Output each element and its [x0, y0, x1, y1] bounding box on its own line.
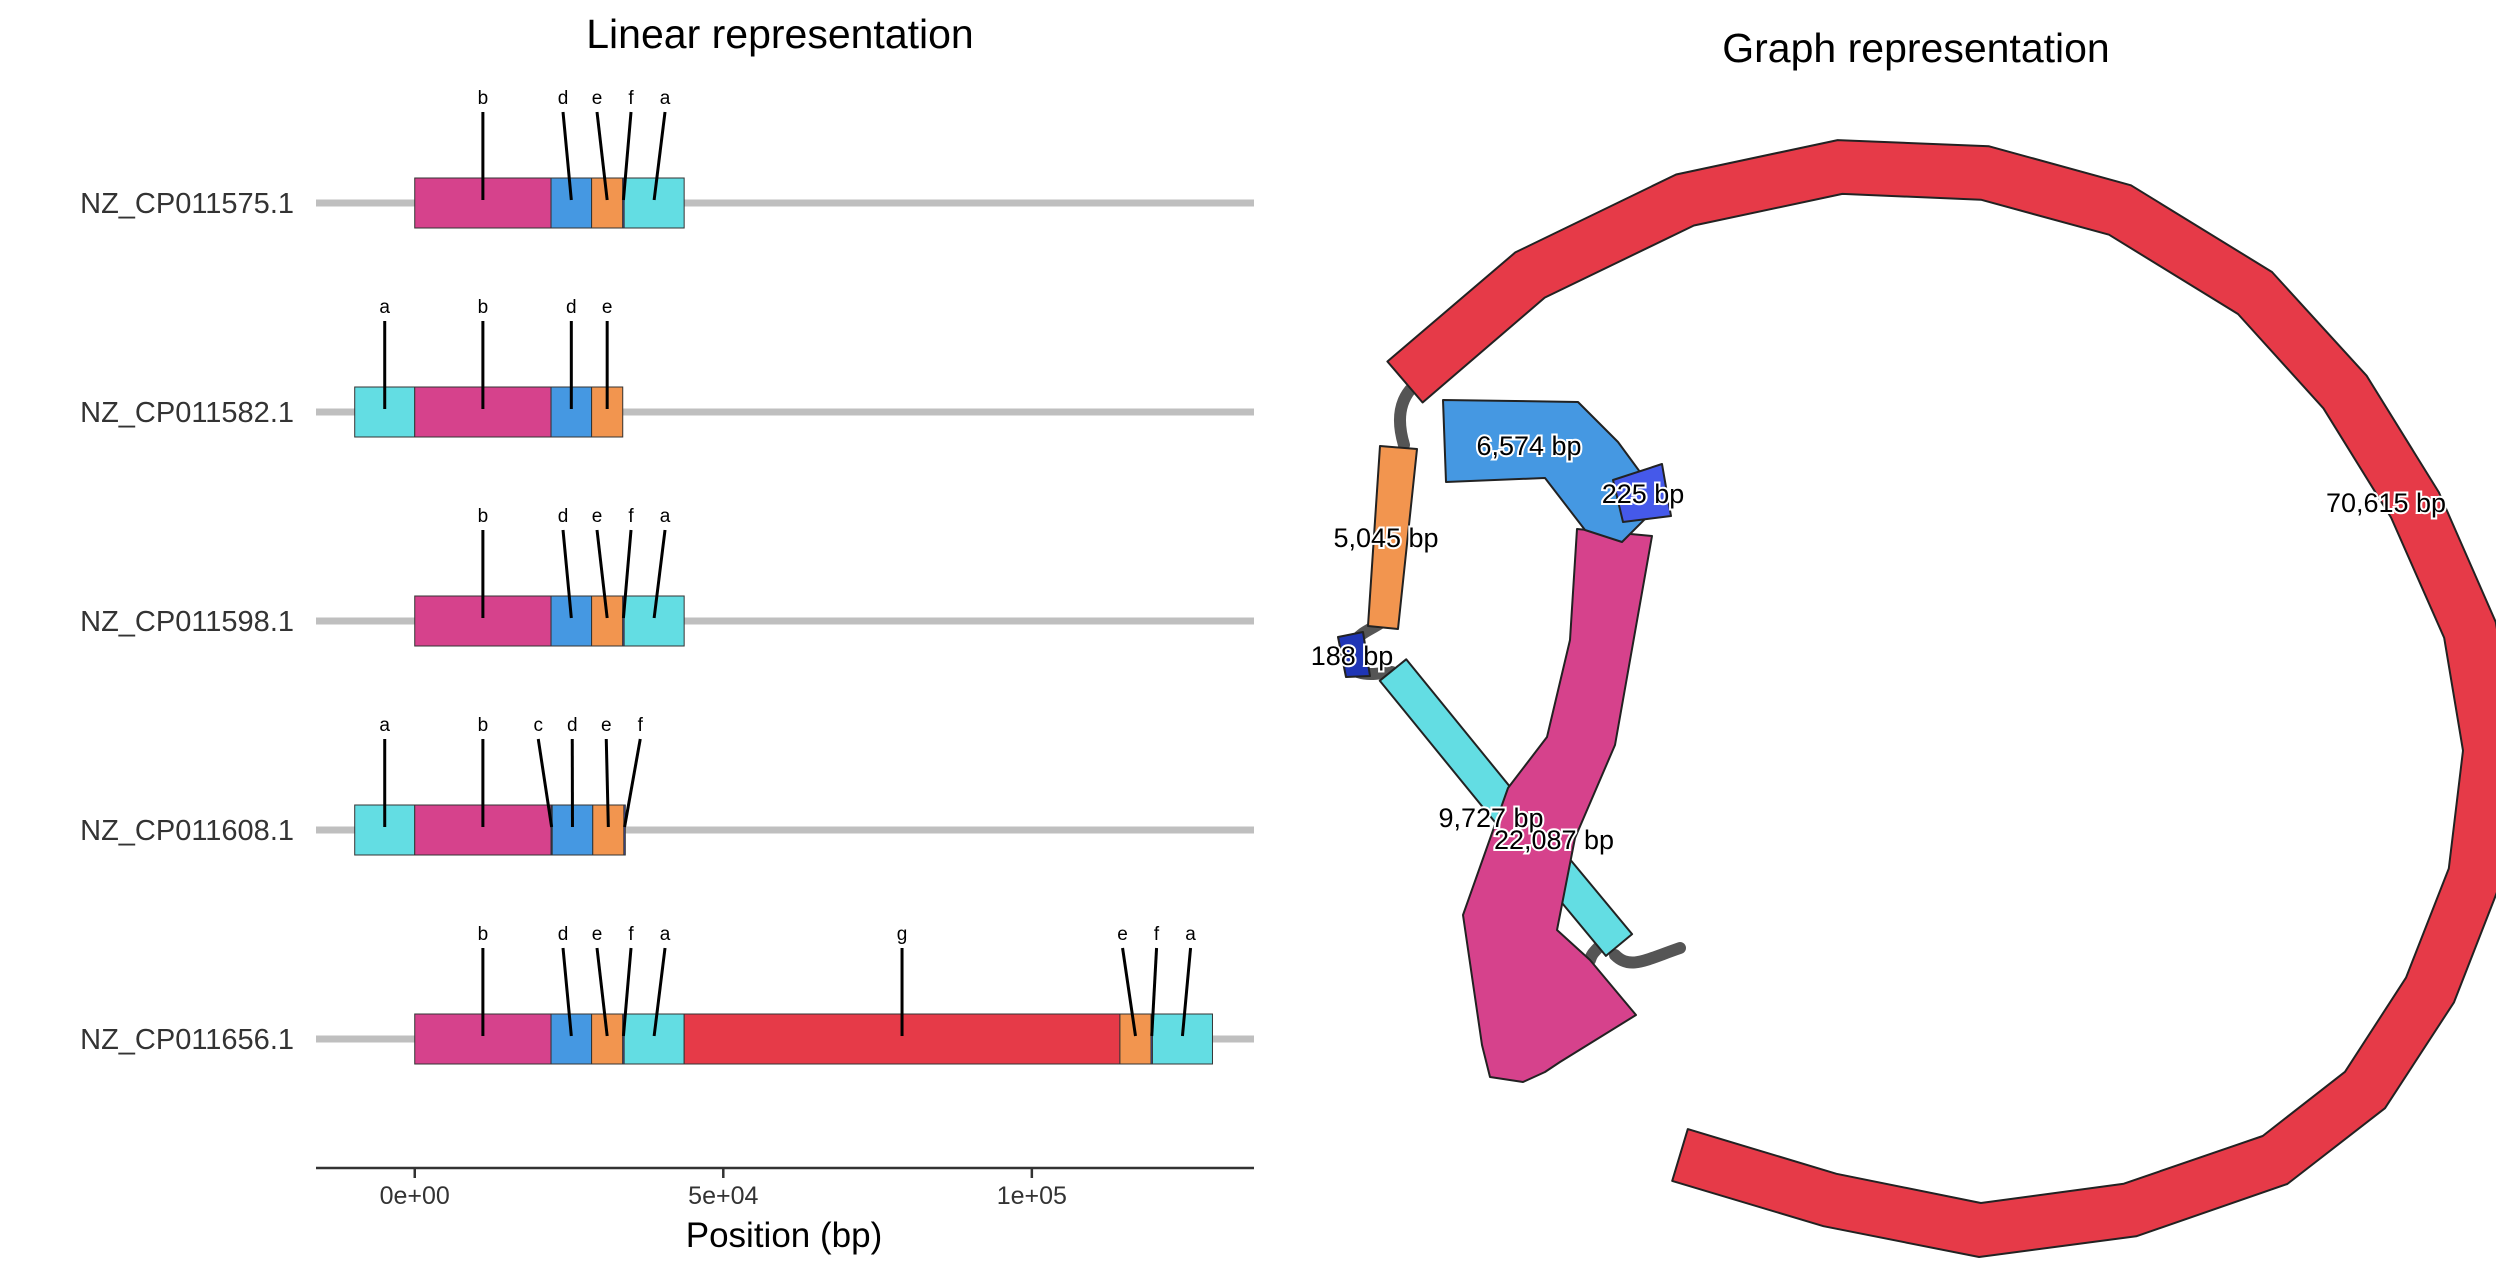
- track-name: NZ_CP011575.1: [80, 188, 294, 220]
- segment-e: [1120, 1014, 1151, 1064]
- segment-label: d: [566, 297, 577, 318]
- track-name: NZ_CP011608.1: [80, 815, 294, 847]
- segment-label: a: [379, 715, 390, 736]
- graph-nodes: [1338, 140, 2496, 1257]
- segment-label: a: [379, 297, 390, 318]
- segment-label: g: [897, 924, 908, 945]
- linear-title: Linear representation: [586, 11, 973, 57]
- track-name: NZ_CP011582.1: [80, 397, 294, 429]
- segment-label: e: [592, 506, 603, 527]
- segment-label: f: [628, 506, 634, 527]
- x-axis-label: Position (bp): [686, 1216, 882, 1255]
- track-NZ_CP011582.1: NZ_CP011582.1 a b d e: [80, 297, 1254, 437]
- graph-node-label-g: 70,615 bp: [2326, 488, 2446, 518]
- graph-node-label-f: 225 bp: [1602, 479, 1685, 509]
- track-name: NZ_CP011598.1: [80, 606, 294, 638]
- graph-node-label-b: 22,087 bp: [1494, 825, 1614, 855]
- segment-label: a: [660, 924, 671, 945]
- segment-label: f: [628, 924, 634, 945]
- graph-title: Graph representation: [1722, 25, 2109, 71]
- label-leader: [606, 739, 608, 827]
- track-NZ_CP011575.1: NZ_CP011575.1 b d e f a: [80, 88, 1254, 228]
- segment-label: d: [558, 88, 569, 109]
- segment-label: b: [478, 297, 489, 318]
- segment-a: [624, 178, 684, 228]
- graph-link-g-e: [1400, 390, 1410, 445]
- x-tick-label: 5e+04: [688, 1182, 758, 1210]
- segment-label: a: [1185, 924, 1196, 945]
- segment-a: [624, 1014, 684, 1064]
- segment-e: [592, 596, 623, 646]
- segment-label: e: [601, 715, 612, 736]
- track-NZ_CP011598.1: NZ_CP011598.1 b d e f a: [80, 506, 1254, 646]
- graph-link-a-g: [1615, 948, 1680, 963]
- segment-label: a: [660, 506, 671, 527]
- segment-e: [592, 178, 623, 228]
- segment-label: f: [1154, 924, 1160, 945]
- segment-label: e: [1117, 924, 1128, 945]
- label-leader: [625, 739, 641, 827]
- segment-label: b: [478, 715, 489, 736]
- x-tick-label: 1e+05: [997, 1182, 1067, 1210]
- segment-label: d: [567, 715, 578, 736]
- segment-label: b: [478, 88, 489, 109]
- segment-f: [624, 805, 625, 855]
- segment-label: c: [534, 715, 544, 736]
- segment-label: e: [592, 924, 603, 945]
- x-axis-ticks: 0e+00 5e+04 1e+05: [380, 1168, 1067, 1210]
- graph-node-label-d: 6,574 bp: [1476, 431, 1581, 461]
- segment-label: a: [660, 88, 671, 109]
- track-NZ_CP011656.1: NZ_CP011656.1 b d e f a g e f a: [80, 924, 1254, 1064]
- segment-e: [592, 1014, 623, 1064]
- track-NZ_CP011608.1: NZ_CP011608.1 a b c d e f: [80, 715, 1254, 855]
- graph-node-label-e: 5,045 bp: [1333, 523, 1438, 553]
- track-name: NZ_CP011656.1: [80, 1024, 294, 1056]
- graph-panel: Graph representation 6,574 bp 5,045 bp 188…: [1311, 25, 2496, 1257]
- segment-label: f: [638, 715, 644, 736]
- segment-label: e: [592, 88, 603, 109]
- graph-node-g: [1387, 140, 2496, 1257]
- segment-label: d: [558, 506, 569, 527]
- segment-label: d: [558, 924, 569, 945]
- x-tick-label: 0e+00: [380, 1182, 450, 1210]
- segment-label: b: [478, 506, 489, 527]
- segment-label: f: [628, 88, 634, 109]
- segment-label: e: [602, 297, 613, 318]
- segment-label: b: [478, 924, 489, 945]
- graph-node-label-c: 188 bp: [1311, 641, 1394, 671]
- segment-a: [624, 596, 684, 646]
